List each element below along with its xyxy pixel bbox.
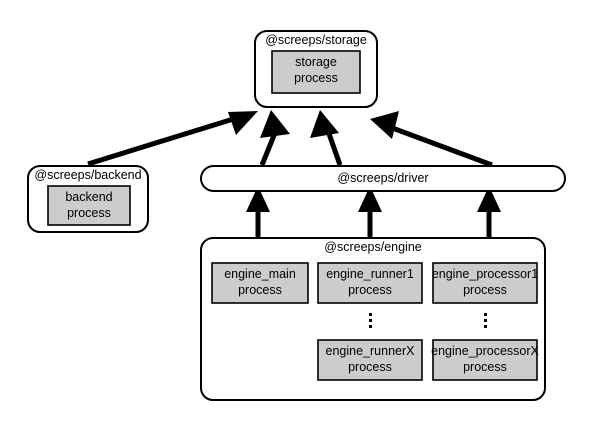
arrow-driver-to-storage-middle — [310, 110, 343, 166]
process-box-engine-processor1 — [432, 262, 538, 304]
ellipsis-dot — [483, 313, 487, 316]
arrow-backend-to-storage — [87, 111, 258, 167]
arrow-driver-to-storage-right — [370, 111, 493, 168]
process-box-engine-main — [211, 262, 309, 304]
process-box-engine-runner1 — [317, 262, 423, 304]
arrow-engine-to-driver-middle — [358, 186, 382, 238]
vertical-ellipsis-icon-runner — [350, 313, 390, 331]
process-box-engine-processorx — [432, 339, 538, 381]
ellipsis-dot — [483, 319, 487, 322]
ellipsis-dot — [483, 325, 487, 328]
process-box-engine-runnerx — [317, 339, 423, 381]
ellipsis-dot — [368, 325, 372, 328]
process-box-storage — [271, 50, 361, 94]
arrow-engine-to-driver-left — [246, 186, 270, 238]
arrow-driver-to-storage-left — [259, 110, 290, 166]
arrow-engine-to-driver-right — [477, 186, 501, 238]
process-box-backend — [47, 185, 131, 226]
ellipsis-dot — [368, 313, 372, 316]
package-driver-container — [200, 165, 566, 192]
ellipsis-dot — [368, 319, 372, 322]
vertical-ellipsis-icon-processor — [465, 313, 505, 331]
